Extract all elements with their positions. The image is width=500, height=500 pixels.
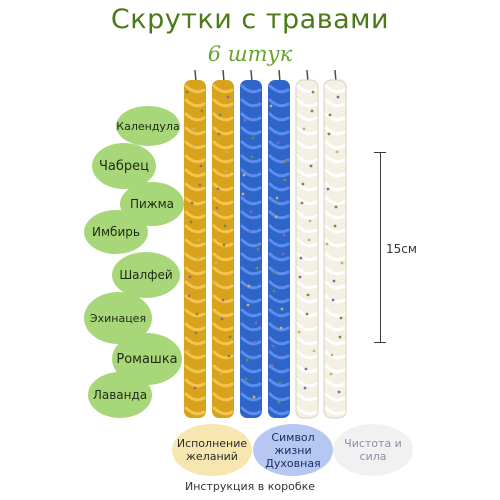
herb-label: Чабрец — [99, 158, 149, 174]
herb-label: Имбирь — [92, 225, 140, 239]
footer-note: Инструкция в коробке — [184, 480, 316, 493]
herb-label: Ромашка — [116, 351, 178, 367]
feature-label: Символ жизни Духовная — [265, 430, 321, 470]
feature-label: Чистота и сила — [344, 437, 402, 463]
candle — [268, 69, 290, 418]
candle — [240, 69, 262, 418]
dimension-label: 15см — [386, 242, 417, 256]
herb-bubble-lavender: Лаванда — [88, 372, 152, 418]
page-title: Скрутки с травами — [110, 4, 390, 35]
candle — [295, 69, 319, 419]
herb-label: Лаванда — [92, 388, 148, 402]
candle — [323, 69, 347, 419]
candle — [212, 69, 234, 418]
herb-bubble-thyme: Чабрец — [92, 143, 156, 189]
feature-purity: Чистота и сила — [333, 424, 413, 476]
feature-label: Исполнение желаний — [176, 437, 248, 463]
herb-label: Календула — [116, 119, 180, 133]
herb-bubble-calendula: Календула — [116, 106, 180, 146]
feature-wishes: Исполнение желаний — [172, 424, 252, 476]
feature-life-symbol: Символ жизни Духовная — [253, 424, 333, 476]
herb-bubble-sage: Шалфей — [112, 252, 180, 298]
herb-bubble-ginger: Имбирь — [84, 210, 148, 254]
dimension-cap-top — [374, 152, 386, 153]
herb-label: Пижма — [129, 197, 175, 211]
dimension-line — [380, 152, 381, 342]
herb-label: Шалфей — [119, 268, 173, 282]
page-subtitle: 6 штук — [207, 42, 293, 66]
herb-label: Эхинацея — [89, 311, 147, 325]
dimension-cap-bottom — [374, 342, 386, 343]
candle — [184, 69, 206, 418]
